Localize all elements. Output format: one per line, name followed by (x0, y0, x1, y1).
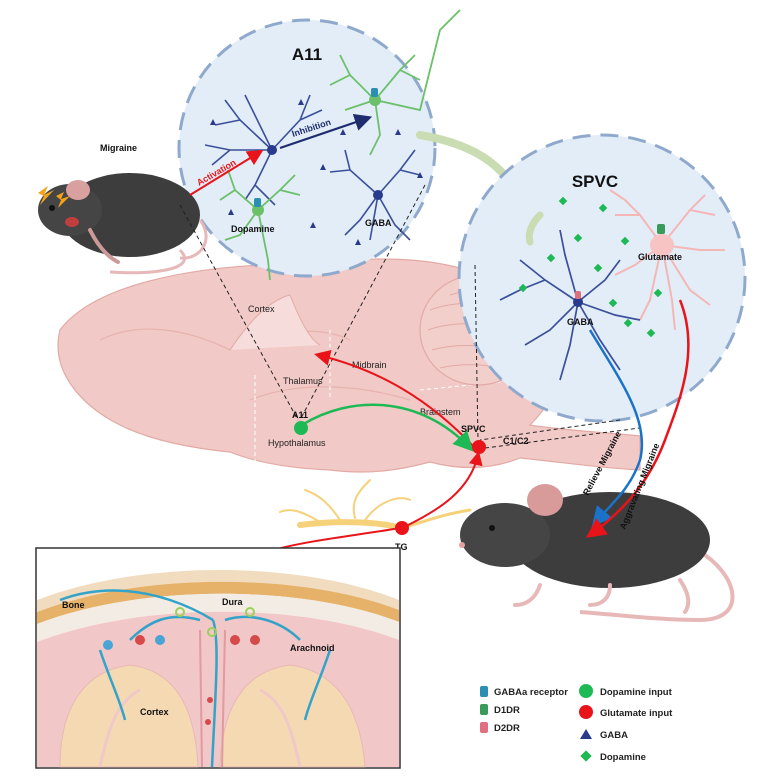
legend-gabaa: GABAa receptor (480, 686, 568, 698)
a11-dopamine-label: Dopamine (231, 224, 275, 234)
relieve-pathway (588, 329, 644, 527)
svg-text:D2DR: D2DR (494, 723, 520, 734)
inhibition-arrow (279, 113, 373, 150)
svg-text:Dopamine: Dopamine (600, 752, 646, 763)
spvc-gaba-neuron (499, 229, 641, 381)
legend-d1dr: D1DR (480, 704, 520, 716)
brain-label-cortex: Cortex (248, 304, 275, 314)
svg-text:D1DR: D1DR (494, 705, 520, 716)
gabaa-receptor-marker (371, 88, 378, 97)
tg-to-spvc-pathway (401, 451, 483, 529)
a11-panel-title: A11 (292, 45, 322, 64)
legend: GABAa receptor D1DR D2DR Dopamine input … (480, 684, 673, 763)
spvc-panel: SPVC Glutamate GABA (457, 133, 747, 423)
legend-gaba: GABA (580, 729, 628, 741)
a11-gaba-neuron (329, 149, 421, 241)
a11-dopamine-neuron (219, 169, 301, 281)
legend-glutamate-input: Glutamate input (579, 705, 673, 719)
a11-node (294, 421, 308, 435)
brain-label-hypothalamus: Hypothalamus (268, 438, 326, 448)
migraine-label: Migraine (100, 143, 137, 153)
brain-label-a11: A11 (292, 410, 308, 420)
svg-text:GABAa receptor: GABAa receptor (494, 687, 568, 698)
inset-label-bone: Bone (62, 600, 85, 610)
spvc-gaba-label: GABA (567, 317, 594, 327)
inset-label-dura: Dura (222, 597, 243, 607)
brain-label-spvc: SPVC (461, 424, 486, 434)
gaba-molecules (210, 99, 423, 245)
treated-mouse (459, 484, 735, 623)
brain-label-tg: TG (395, 542, 408, 552)
inset-label-arachnoid: Arachnoid (290, 643, 335, 653)
svg-text:Dopamine input: Dopamine input (600, 687, 673, 698)
legend-dopamine-input: Dopamine input (579, 684, 673, 698)
spvc-glutamate-label: Glutamate (638, 252, 682, 262)
spvc-panel-title: SPVC (572, 172, 618, 191)
a11-target-soma (369, 94, 381, 106)
tg-node (395, 521, 409, 535)
inset-label-cortex: Cortex (140, 707, 169, 717)
activation-arrow (189, 149, 264, 196)
svg-text:Glutamate input: Glutamate input (600, 708, 673, 719)
c1c2-guide (484, 427, 641, 449)
trigeminal-ganglion (279, 479, 472, 531)
a11-gaba-label: GABA (365, 218, 392, 228)
a11-inhibitory-neuron (204, 94, 323, 206)
a11-target-neuron (329, 9, 461, 156)
a11-panel: A11 (177, 9, 461, 281)
brain-label-midbrain: Midbrain (352, 360, 387, 370)
spvc-node (472, 440, 486, 454)
zoom-guides (179, 184, 621, 441)
aggravating-pathway (585, 299, 690, 538)
a11-inhibitory-soma (267, 145, 277, 155)
a11-to-spvc-dopamine-pathway (301, 403, 474, 452)
pain-bolt-icon (38, 186, 70, 208)
legend-dopamine: Dopamine (580, 750, 646, 763)
legend-d2dr: D2DR (480, 722, 520, 734)
spvc-glutamate-neuron (609, 189, 725, 331)
migraine-mouse: Migraine (38, 143, 208, 275)
brain-label-c1c2: C1/C2 (503, 436, 529, 446)
brain-label-thalamus: Thalamus (283, 376, 323, 386)
svg-text:GABA: GABA (600, 730, 628, 741)
meninges-inset: Bone Dura Arachnoid Cortex (35, 547, 401, 769)
brain-label-brainstem: Brainstem (420, 407, 461, 417)
